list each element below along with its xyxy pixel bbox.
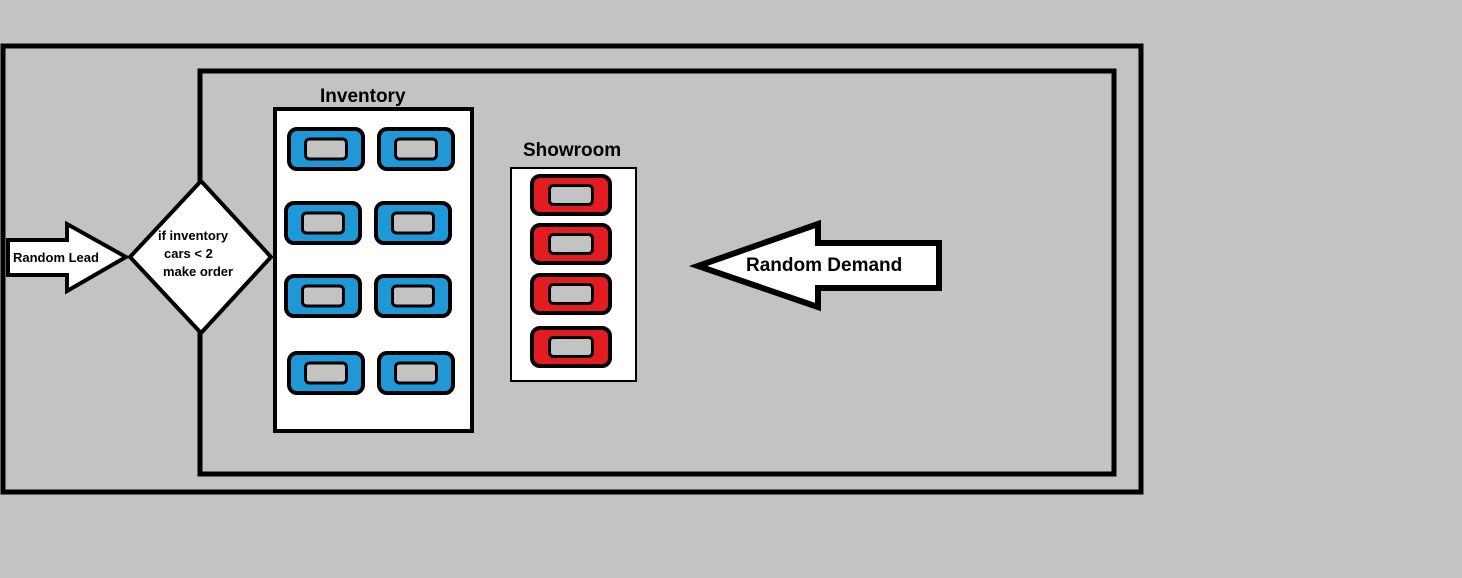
decision-diamond <box>127 178 274 336</box>
inventory-car-icon <box>374 201 452 245</box>
inventory-car-icon <box>377 127 455 171</box>
showroom-cars <box>530 174 612 368</box>
showroom-car-window <box>548 336 594 358</box>
showroom-car-window <box>548 233 594 255</box>
inventory-car-icon <box>284 274 362 318</box>
inventory-car-window <box>301 211 345 235</box>
inventory-car-window <box>304 361 348 385</box>
showroom: Showroom <box>510 140 637 382</box>
inventory-car-window <box>391 284 435 308</box>
showroom-car-icon <box>530 326 612 368</box>
decision-line-3: make order <box>163 264 233 279</box>
inventory-car-window <box>394 361 438 385</box>
inventory-car-window <box>301 284 345 308</box>
decision-line-1: if inventory <box>158 228 229 243</box>
outer-boundary <box>0 43 1144 495</box>
inventory-car-window <box>304 137 348 161</box>
showroom-car-window <box>548 184 594 206</box>
inventory-car-icon <box>287 351 365 395</box>
random-lead-arrow-shape <box>6 220 131 295</box>
showroom-car-window <box>548 283 594 305</box>
showroom-car-icon <box>530 174 612 216</box>
inventory-car-icon <box>284 201 362 245</box>
random-lead-label: Random Lead <box>13 250 99 265</box>
inventory-cars <box>284 127 455 395</box>
random-demand-label: Random Demand <box>746 255 902 276</box>
random-demand-arrow-shape <box>688 219 942 312</box>
order-decision: if inventory cars < 2 make order <box>127 178 274 336</box>
random-lead-arrow: Random Lead <box>6 220 131 295</box>
showroom-car-icon <box>530 273 612 315</box>
inventory-car-icon <box>377 351 455 395</box>
showroom-car-icon <box>530 223 612 265</box>
inventory-car-icon <box>374 274 452 318</box>
random-demand-arrow: Random Demand <box>688 219 942 312</box>
inventory: Inventory <box>273 86 474 433</box>
inventory-car-icon <box>287 127 365 171</box>
inventory-car-window <box>394 137 438 161</box>
inventory-car-window <box>391 211 435 235</box>
showroom-title: Showroom <box>523 140 621 161</box>
decision-line-2: cars < 2 <box>164 246 213 261</box>
inventory-title: Inventory <box>320 86 406 107</box>
